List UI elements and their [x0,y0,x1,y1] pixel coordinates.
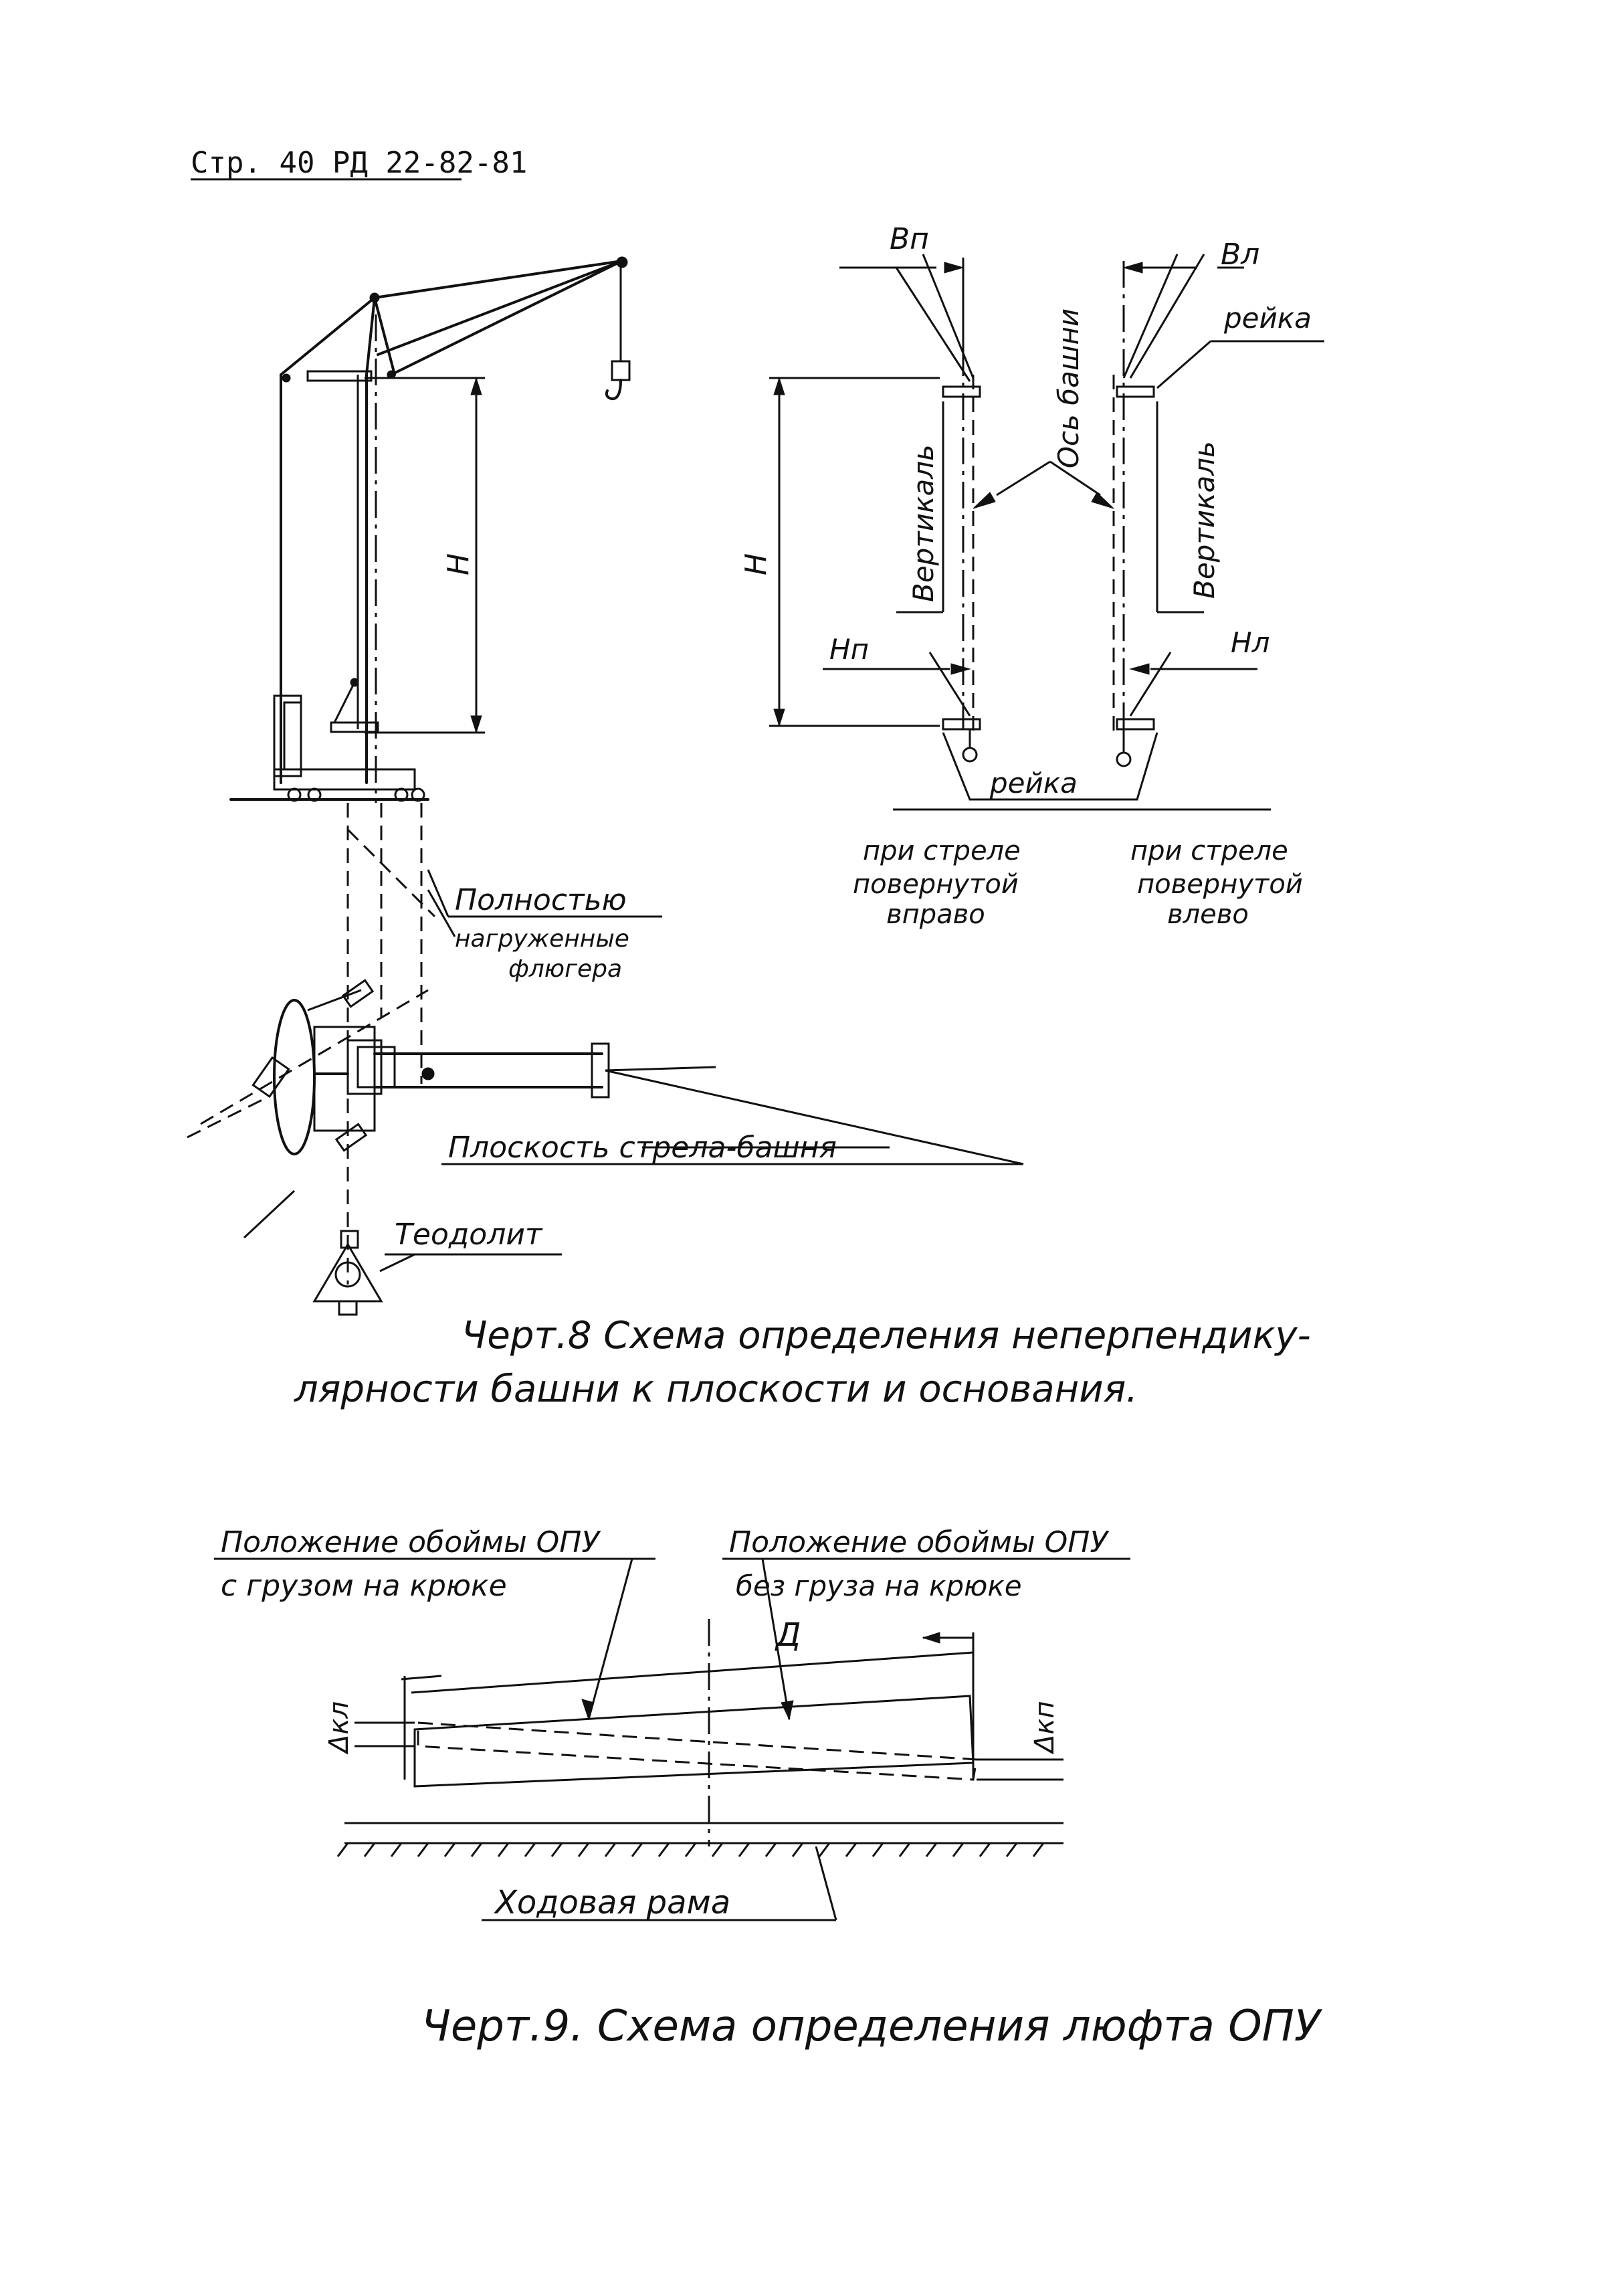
delta-kp-label: Δкп [1029,1701,1060,1755]
rail-scheme [769,254,1324,811]
deviation-bl-label: Вл [1221,238,1259,272]
plane-boom-tower-label: Плоскость стрела-башня [448,1131,837,1165]
running-frame-label: Ходовая рама [493,1884,730,1921]
fully-loaded-label-3: флюгера [508,955,622,983]
play-scheme [214,1557,1130,1921]
rail-top-label: рейка [1223,302,1312,335]
right-turn-label-1: при стреле [863,836,1021,866]
fully-loaded-label-2: нагруженные [455,925,629,953]
page-reference: Стр. 40 РД 22-82-81 [191,146,527,180]
deviation-bn-label: Вп [890,222,929,256]
play-d-label: Д [775,1616,801,1654]
crane-plan-view [251,979,716,1155]
right-turn-label-3: вправо [886,899,985,930]
ring-no-load-label-2: без груза на крюке [736,1570,1022,1602]
crane-side-view: Н [229,256,631,803]
left-turn-label-2: повернутой [1137,869,1303,900]
fig8-leaders [385,869,1024,1256]
delta-kl-label: Δкл [324,1701,354,1755]
height-label-left: Н [441,553,476,575]
left-turn-label-3: влево [1167,899,1249,930]
fig9-caption: Черт.9. Схема определения люфта ОПУ [421,2002,1323,2051]
theodolite-symbol [312,1230,415,1316]
fully-loaded-label-1: Полностью [455,883,627,917]
ring-with-load-label-1: Положение обоймы ОПУ [221,1525,601,1559]
vertical-label-left: Вертикаль [907,444,940,602]
deviation-hl-label: Нл [1231,626,1270,659]
ring-with-load-label-2: с грузом на крюке [221,1569,507,1603]
fig8-caption-line1: Черт.8 Схема определения неперпендику- [462,1314,1311,1357]
height-label-right: Н [739,553,773,575]
vertical-label-right: Вертикаль [1188,441,1221,599]
tower-axis-label: Ось башни [1052,308,1085,468]
right-turn-label-2: повернутой [853,869,1019,900]
projection-lines [187,803,456,1285]
deviation-hn-label: Нп [829,633,869,666]
page-header: Стр. 40 РД 22-82-81 [191,146,527,181]
theodolite-label: Теодолит [395,1218,543,1252]
left-turn-label-1: при стреле [1130,836,1288,866]
fig8-caption-line2: лярности башни к плоскости и основания. [294,1367,1138,1411]
rail-bottom-label: рейка [989,767,1078,799]
ring-no-load-label-1: Положение обоймы ОПУ [729,1525,1110,1559]
